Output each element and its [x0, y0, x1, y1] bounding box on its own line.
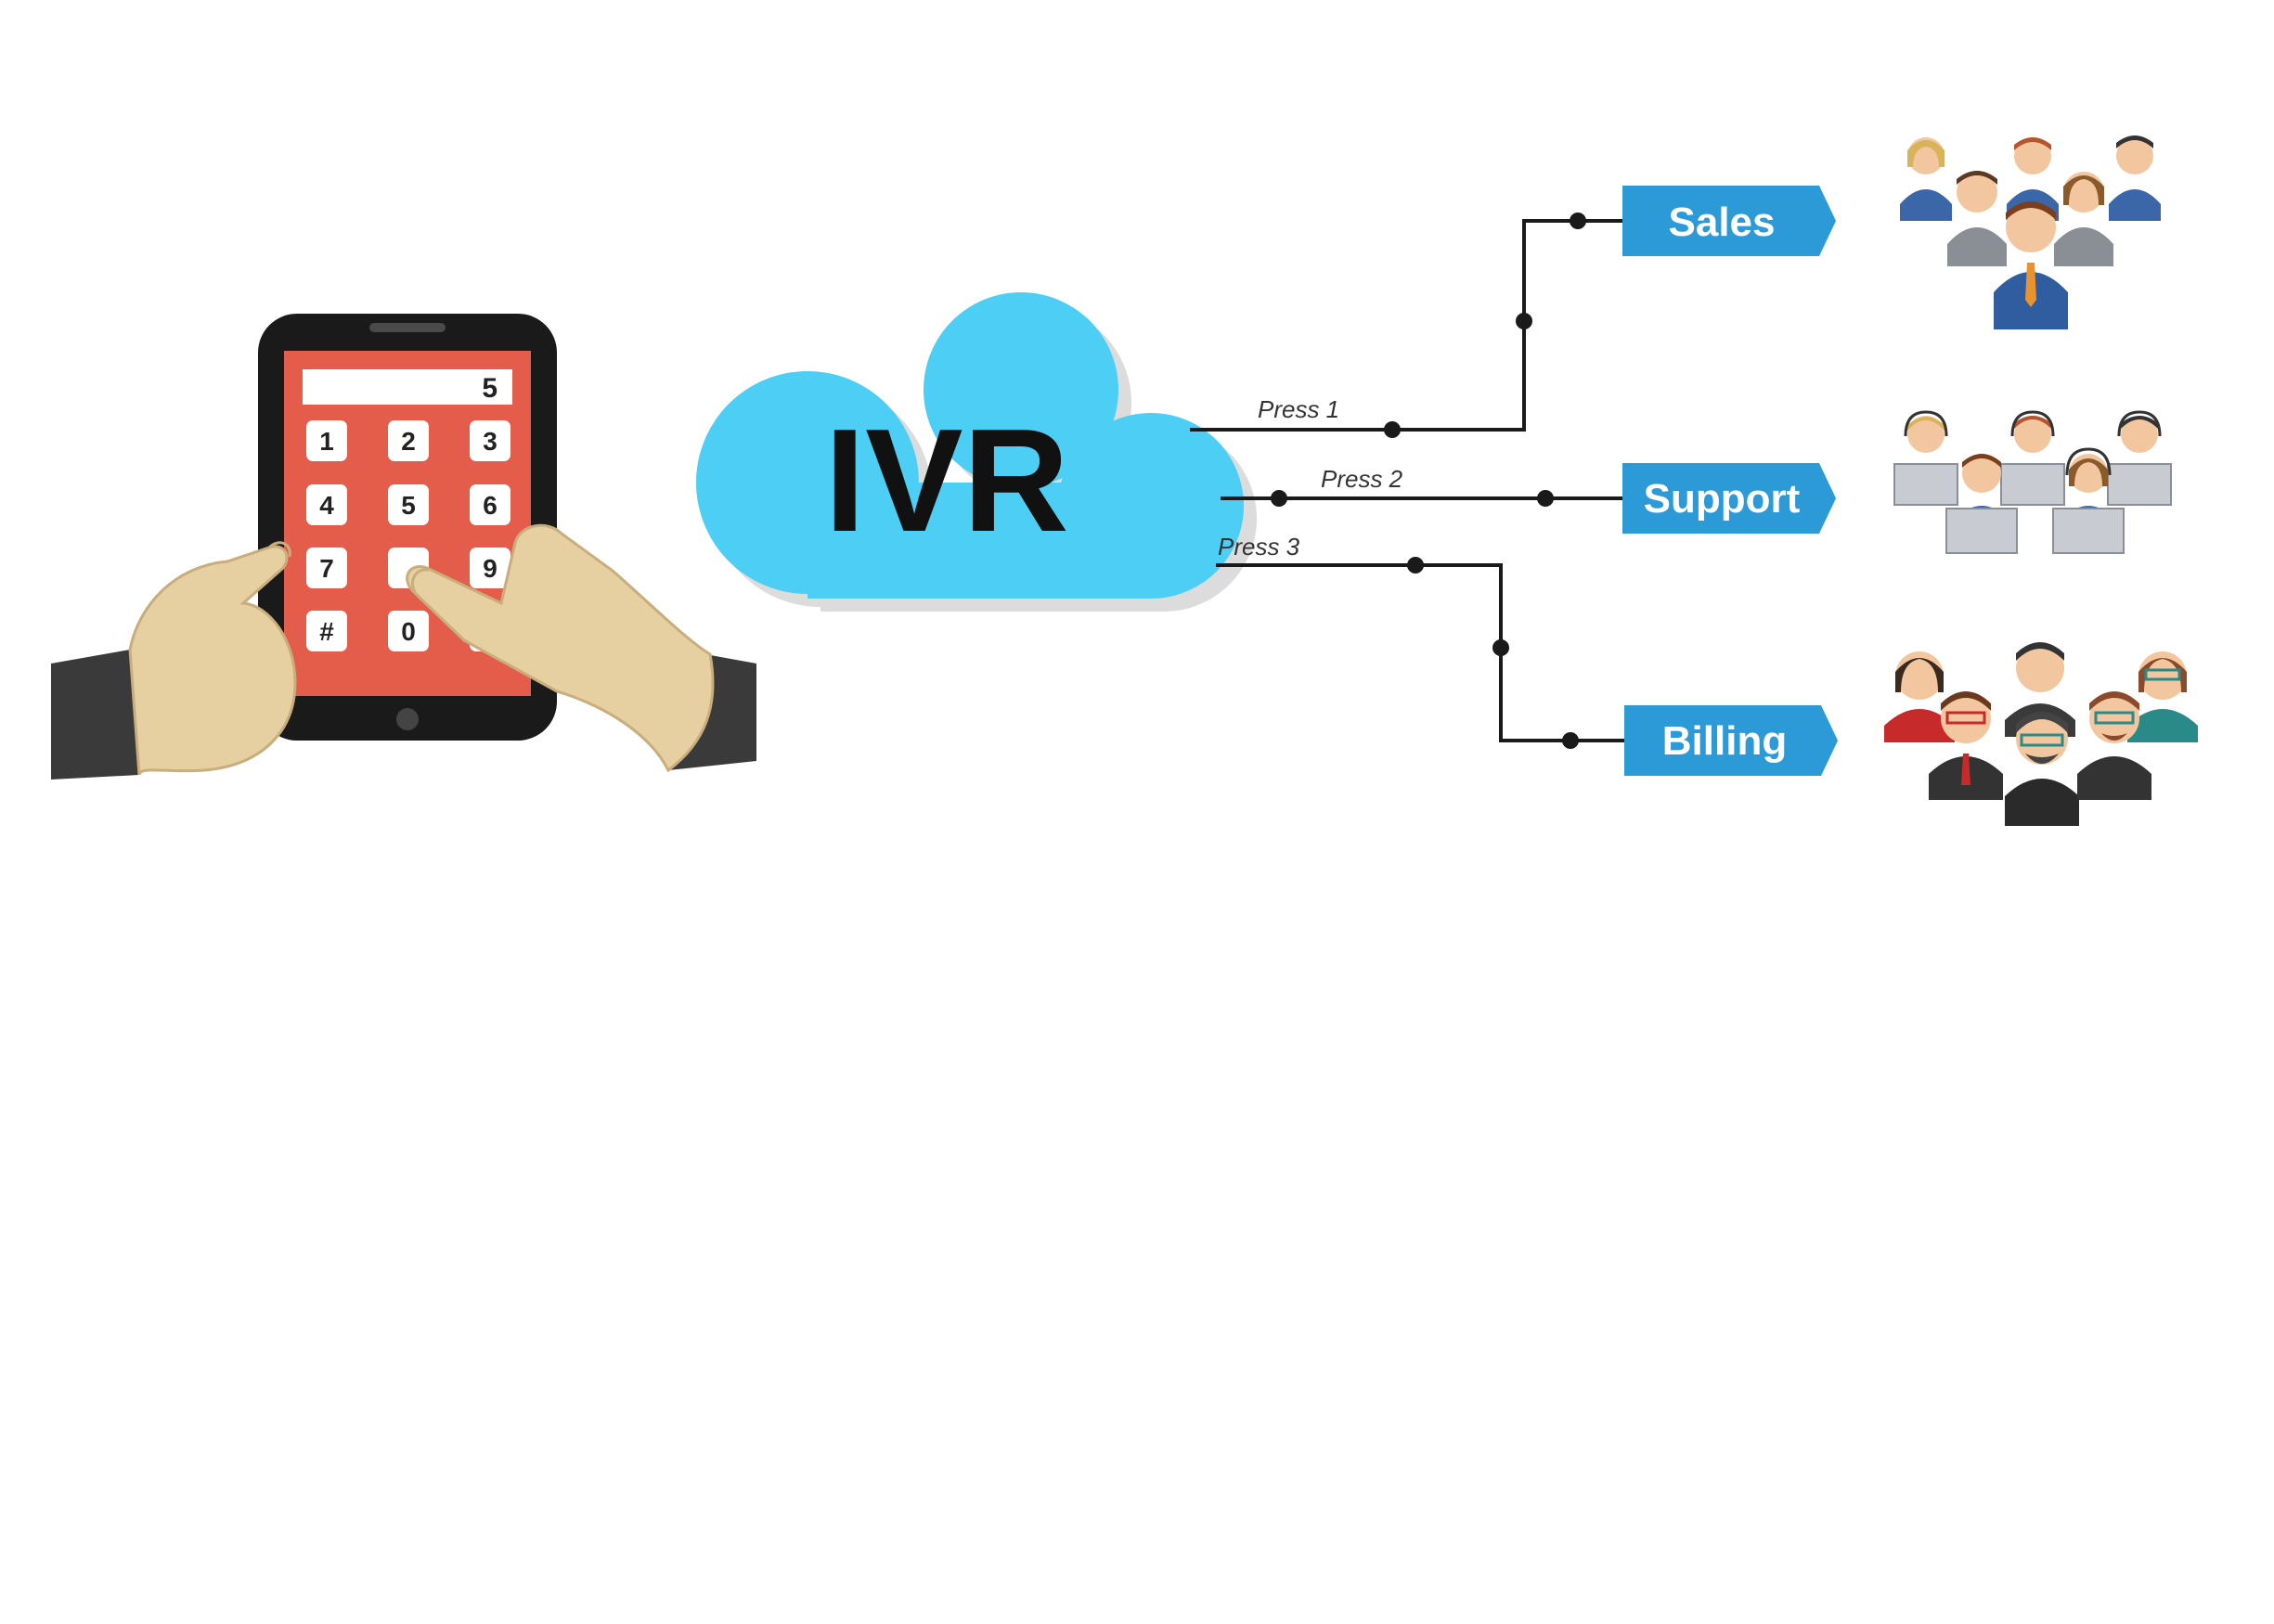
route-line-sales [1190, 219, 1624, 432]
business-team-icon [1900, 135, 2161, 329]
keypad-key-label: 5 [401, 491, 416, 520]
dept-label-sales: Sales [1669, 200, 1776, 245]
keypad-key: 5 [388, 484, 429, 525]
keypad-key: 3 [470, 420, 510, 461]
keypad-key: 0 [388, 611, 429, 651]
touch-phone-hands-icon: 5 1 2 3 4 5 6 7 9 #0 [51, 314, 756, 780]
press-label-2: Press 2 [1321, 465, 1403, 493]
keypad-key-label: # [319, 617, 334, 646]
connector-lines [1190, 219, 1624, 742]
dept-tag-sales: Sales [1622, 186, 1836, 256]
keypad-key: # [306, 611, 347, 651]
press-label-1: Press 1 [1258, 395, 1339, 423]
keypad-key: 2 [388, 420, 429, 461]
keypad-key: 9 [470, 548, 510, 588]
dept-label-support: Support [1644, 476, 1801, 522]
keypad-key-label: 7 [319, 554, 334, 583]
keypad-key: 4 [306, 484, 347, 525]
press-label-3: Press 3 [1218, 533, 1300, 561]
staff-group-icon [1884, 642, 2198, 826]
ivr-label: IVR [824, 399, 1068, 562]
dept-tag-billing: Billing [1624, 705, 1838, 776]
keypad-key-label: 3 [483, 427, 497, 456]
phone-display: 5 [482, 373, 497, 404]
connector-dots [1271, 213, 1586, 749]
keypad-key-label: 2 [401, 427, 416, 456]
route-line-billing [1216, 563, 1624, 742]
keypad-key-label: 0 [401, 617, 416, 646]
keypad-key-label: 9 [483, 554, 497, 583]
call-center-agents-icon [1893, 410, 2172, 554]
keypad-key-label: 1 [319, 427, 334, 456]
keypad-key-label: 6 [483, 491, 497, 520]
dept-tag-support: Support [1622, 463, 1836, 534]
keypad-key: 1 [306, 420, 347, 461]
dept-label-billing: Billing [1662, 718, 1787, 764]
keypad-key: 7 [306, 548, 347, 588]
keypad-key: 6 [470, 484, 510, 525]
cloud-icon: IVR [696, 292, 1257, 612]
keypad-key-label: 4 [319, 491, 334, 520]
